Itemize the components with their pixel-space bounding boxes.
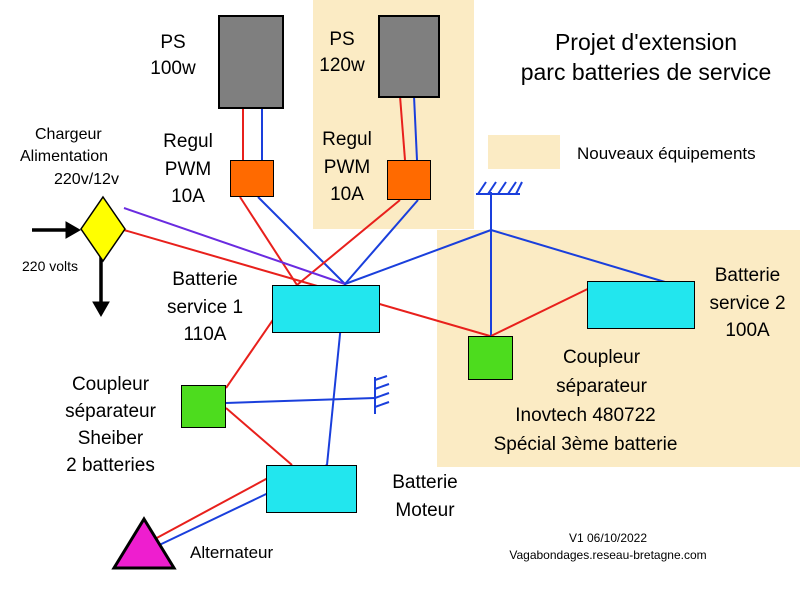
ps-120w-panel (378, 15, 440, 98)
battery-service1-label: Batterie service 1 110A (150, 266, 260, 349)
wire-regul2-positive (296, 199, 401, 286)
charger-label-line2: Alimentation (20, 148, 109, 166)
charger-label: Chargeur Alimentation 220v/12v (14, 124, 139, 191)
battery-service2-label: Batterie service 2 100A (695, 262, 800, 345)
wire-ps2-negative (413, 95, 418, 161)
battery-service2-label-line3: 100A (725, 320, 770, 342)
wire-ps2-positive (399, 95, 406, 161)
footer: V1 06/10/2022 Vagabondages.reseau-bretag… (496, 530, 720, 565)
battery-service2-label-line1: Batterie (714, 265, 781, 286)
battery-motor-label-line1: Batterie (392, 472, 458, 493)
alternator-label: Alternateur (190, 543, 274, 562)
regul1-label: Regul PWM 10A (153, 128, 223, 211)
ps2-label-line2: 120w (319, 54, 365, 76)
alternator-triangle-icon (111, 516, 177, 570)
ps1-label-line2: 100w (150, 57, 196, 79)
charger-output-arrow-icon (92, 256, 110, 318)
regul2-label-line1: Regul (322, 129, 372, 150)
ps1-label-line1: PS (160, 32, 186, 53)
regul-pwm-2 (387, 160, 431, 200)
charger-diamond-icon (80, 195, 126, 263)
wire-charger-to-coupler (123, 229, 491, 337)
title-line-2: parc batteries de service (520, 58, 772, 85)
coupler-inovtech-label-line1: Coupleur (562, 347, 641, 368)
wire-charger-main (123, 207, 346, 285)
coupler-sheiber-label-line2: séparateur (65, 400, 156, 422)
ground-symbol-top-icon (476, 181, 523, 195)
charger-input-arrow-icon (32, 221, 82, 239)
coupler-sheiber-label: Coupleur séparateur Sheiber 2 batteries (48, 372, 173, 480)
coupler-inovtech-label-line4: Spécial 3ème batterie (493, 433, 678, 455)
wire-regul1-positive (239, 196, 298, 286)
battery-service-1 (272, 285, 380, 333)
coupler-inovtech (468, 336, 513, 380)
coupler-inovtech-label-line2: séparateur (556, 375, 647, 397)
coupler-sheiber-label-line4: 2 batteries (66, 454, 155, 476)
ps2-label: PS 120w (311, 27, 373, 78)
battery-service1-label-line1: Batterie (172, 269, 238, 290)
battery-motor (266, 465, 357, 513)
regul2-label-line3: 10A (330, 184, 364, 206)
battery-service2-label-line2: service 2 (709, 292, 786, 314)
legend-label: Nouveaux équipements (577, 144, 756, 163)
wire-old-coupler-ground (225, 397, 376, 404)
wire-coupler-to-service2 (490, 281, 603, 337)
regul1-label-line2: PWM (164, 158, 212, 180)
battery-service-2 (587, 281, 695, 329)
battery-motor-label: Batterie Moteur (380, 469, 470, 524)
battery-service1-label-line2: service 1 (166, 296, 244, 318)
ps-100w-panel (218, 15, 284, 109)
coupler-sheiber-label-line3: Sheiber (77, 427, 144, 449)
wire-ground-to-service2 (490, 229, 666, 283)
coupler-inovtech-label-line3: Inovtech 480722 (515, 404, 656, 426)
charger-label-line1: Chargeur (35, 126, 102, 143)
regul2-label: Regul PWM 10A (312, 126, 382, 209)
wire-old-coupler-to-motor (225, 407, 293, 466)
charger-label-line3: 220v/12v (54, 170, 119, 188)
charger-input-label: 220 volts (22, 258, 79, 274)
wire-ground-bus (344, 229, 492, 285)
regul-pwm-1 (230, 160, 274, 197)
footer-site: Vagabondages.reseau-bretagne.com (509, 548, 707, 563)
regul1-label-line3: 10A (171, 186, 205, 208)
title-line-1: Projet d'extension (554, 29, 738, 55)
coupler-inovtech-label: Coupleur séparateur Inovtech 480722 Spéc… (458, 344, 713, 460)
battery-service1-label-line3: 110A (183, 324, 227, 346)
coupler-sheiber (181, 385, 226, 428)
diagram-title: Projet d'extension parc batteries de ser… (488, 28, 800, 88)
battery-motor-label-line2: Moteur (395, 499, 455, 521)
ps1-label: PS 100w (142, 30, 204, 81)
footer-version: V1 06/10/2022 (568, 531, 648, 545)
ground-symbol-bottom-icon (374, 375, 390, 414)
wire-regul2-negative (344, 199, 419, 285)
coupler-sheiber-label-line1: Coupleur (71, 374, 150, 395)
regul2-label-line2: PWM (323, 156, 371, 178)
legend-swatch (488, 135, 560, 169)
ps2-label-line1: PS (329, 29, 355, 50)
wire-regul1-negative (257, 196, 346, 285)
regul1-label-line1: Regul (163, 131, 213, 152)
